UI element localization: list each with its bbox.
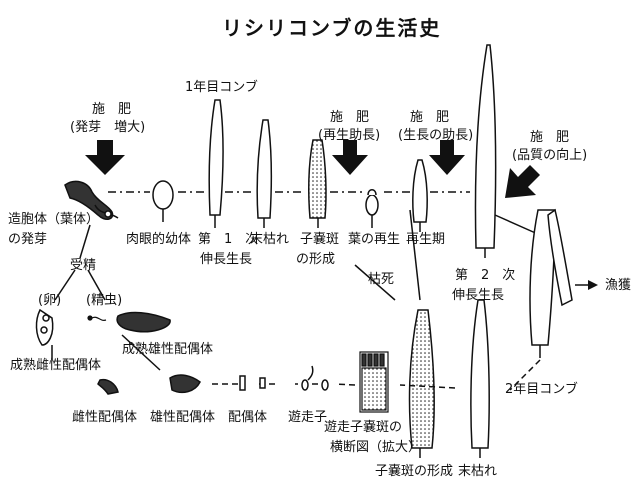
dying-blade-icon [408, 309, 435, 458]
fertilizer-arrow-icon [85, 140, 125, 175]
sorus-formation-label: 子嚢斑の形成 [375, 464, 454, 479]
zoospore-label: 遊走子 [288, 410, 328, 425]
first-growth-label-2: 伸長生長 [200, 252, 253, 267]
fertilizer-arrow-icon [332, 140, 368, 175]
tip-wither-kombu-icon [256, 119, 273, 228]
regen-label: 葉の再生 [348, 232, 401, 247]
fertilizer-arrow-icon [505, 165, 540, 198]
second-year-label: 2年目コンブ [505, 382, 578, 397]
sorus-label-2: の形成 [296, 252, 336, 267]
tip-wither-label-2: 末枯れ [458, 464, 498, 479]
mature-female-label: 成熟雌性配偶体 [10, 358, 102, 373]
sperm-icon [87, 315, 107, 321]
death-label: 枯死 [368, 272, 395, 287]
male-gametophyte-label: 雄性配偶体 [150, 410, 216, 425]
second-growth-label: 第 2 次 [455, 268, 516, 283]
fertilizer-label-1: 施 肥 [92, 102, 132, 117]
second-year-kombu-icon [529, 208, 573, 358]
fertilizer-arrow-icon [429, 140, 465, 175]
gametophyte-label: 配偶体 [228, 410, 268, 425]
fertilizer-label-4: 施 肥 [530, 130, 570, 145]
female-gametophyte-icon [97, 378, 119, 395]
fertilizer-note-4: (品質の向上) [512, 148, 588, 163]
fertilizer-label-2: 施 肥 [330, 110, 370, 125]
tip-wither-label-1: 末枯れ [250, 232, 290, 247]
sorus-label: 子嚢斑 [300, 232, 340, 247]
page-title: リシリコンブの生活史 [222, 16, 442, 40]
first-growth-label: 第 1 次 [198, 232, 259, 247]
zoospore-cross-section-icon [359, 351, 389, 413]
regen-period-label: 再生期 [406, 232, 446, 247]
sporophyte-germination-icon [64, 180, 119, 220]
fertilization-label: 受精 [70, 258, 97, 273]
fertilizer-arrows [85, 140, 540, 198]
sporophyte-label: 造胞体（葉体） [8, 212, 100, 227]
female-gametophyte-label: 雌性配偶体 [72, 410, 138, 425]
zoospore-icon [301, 365, 329, 391]
mature-male-label: 成熟雄性配偶体 [122, 342, 214, 357]
gametophyte-icon [239, 375, 266, 391]
sperm-label: (精虫) [86, 293, 123, 308]
fishery-arrow-icon [588, 280, 598, 290]
seedling-icon [152, 180, 174, 222]
mature-male-icon [116, 311, 171, 333]
flow-lines [51, 191, 590, 391]
first-year-label: 1年目コンブ [185, 80, 258, 95]
fertilizer-note-3: (生長の助長) [398, 128, 474, 143]
fertilizer-note-1: (発芽 増大) [70, 120, 146, 135]
fertilizer-label-3: 施 肥 [410, 110, 450, 125]
second-growth-blade-icon [474, 44, 497, 258]
sorus-blade-icon [308, 139, 327, 228]
seedling-label: 肉眼的幼体 [126, 232, 192, 247]
first-year-kombu-icon [208, 99, 224, 228]
cross-section-label: 遊走子嚢斑の [324, 420, 403, 435]
cross-section-label-2: 横断図（拡大） [330, 440, 422, 455]
regen-period-blade-icon [412, 159, 428, 232]
fertilizer-note-2: (再生助長) [318, 128, 381, 143]
male-gametophyte-icon [169, 374, 201, 394]
tip-wither-blade2-icon [470, 299, 490, 458]
mature-female-icon [35, 308, 54, 346]
fishery-label: 漁獲 [605, 278, 632, 293]
regenerating-blade-icon [365, 189, 379, 228]
germination-label: の発芽 [8, 232, 48, 247]
egg-label: (卵) [38, 293, 62, 308]
second-growth-label-2: 伸長生長 [452, 288, 505, 303]
